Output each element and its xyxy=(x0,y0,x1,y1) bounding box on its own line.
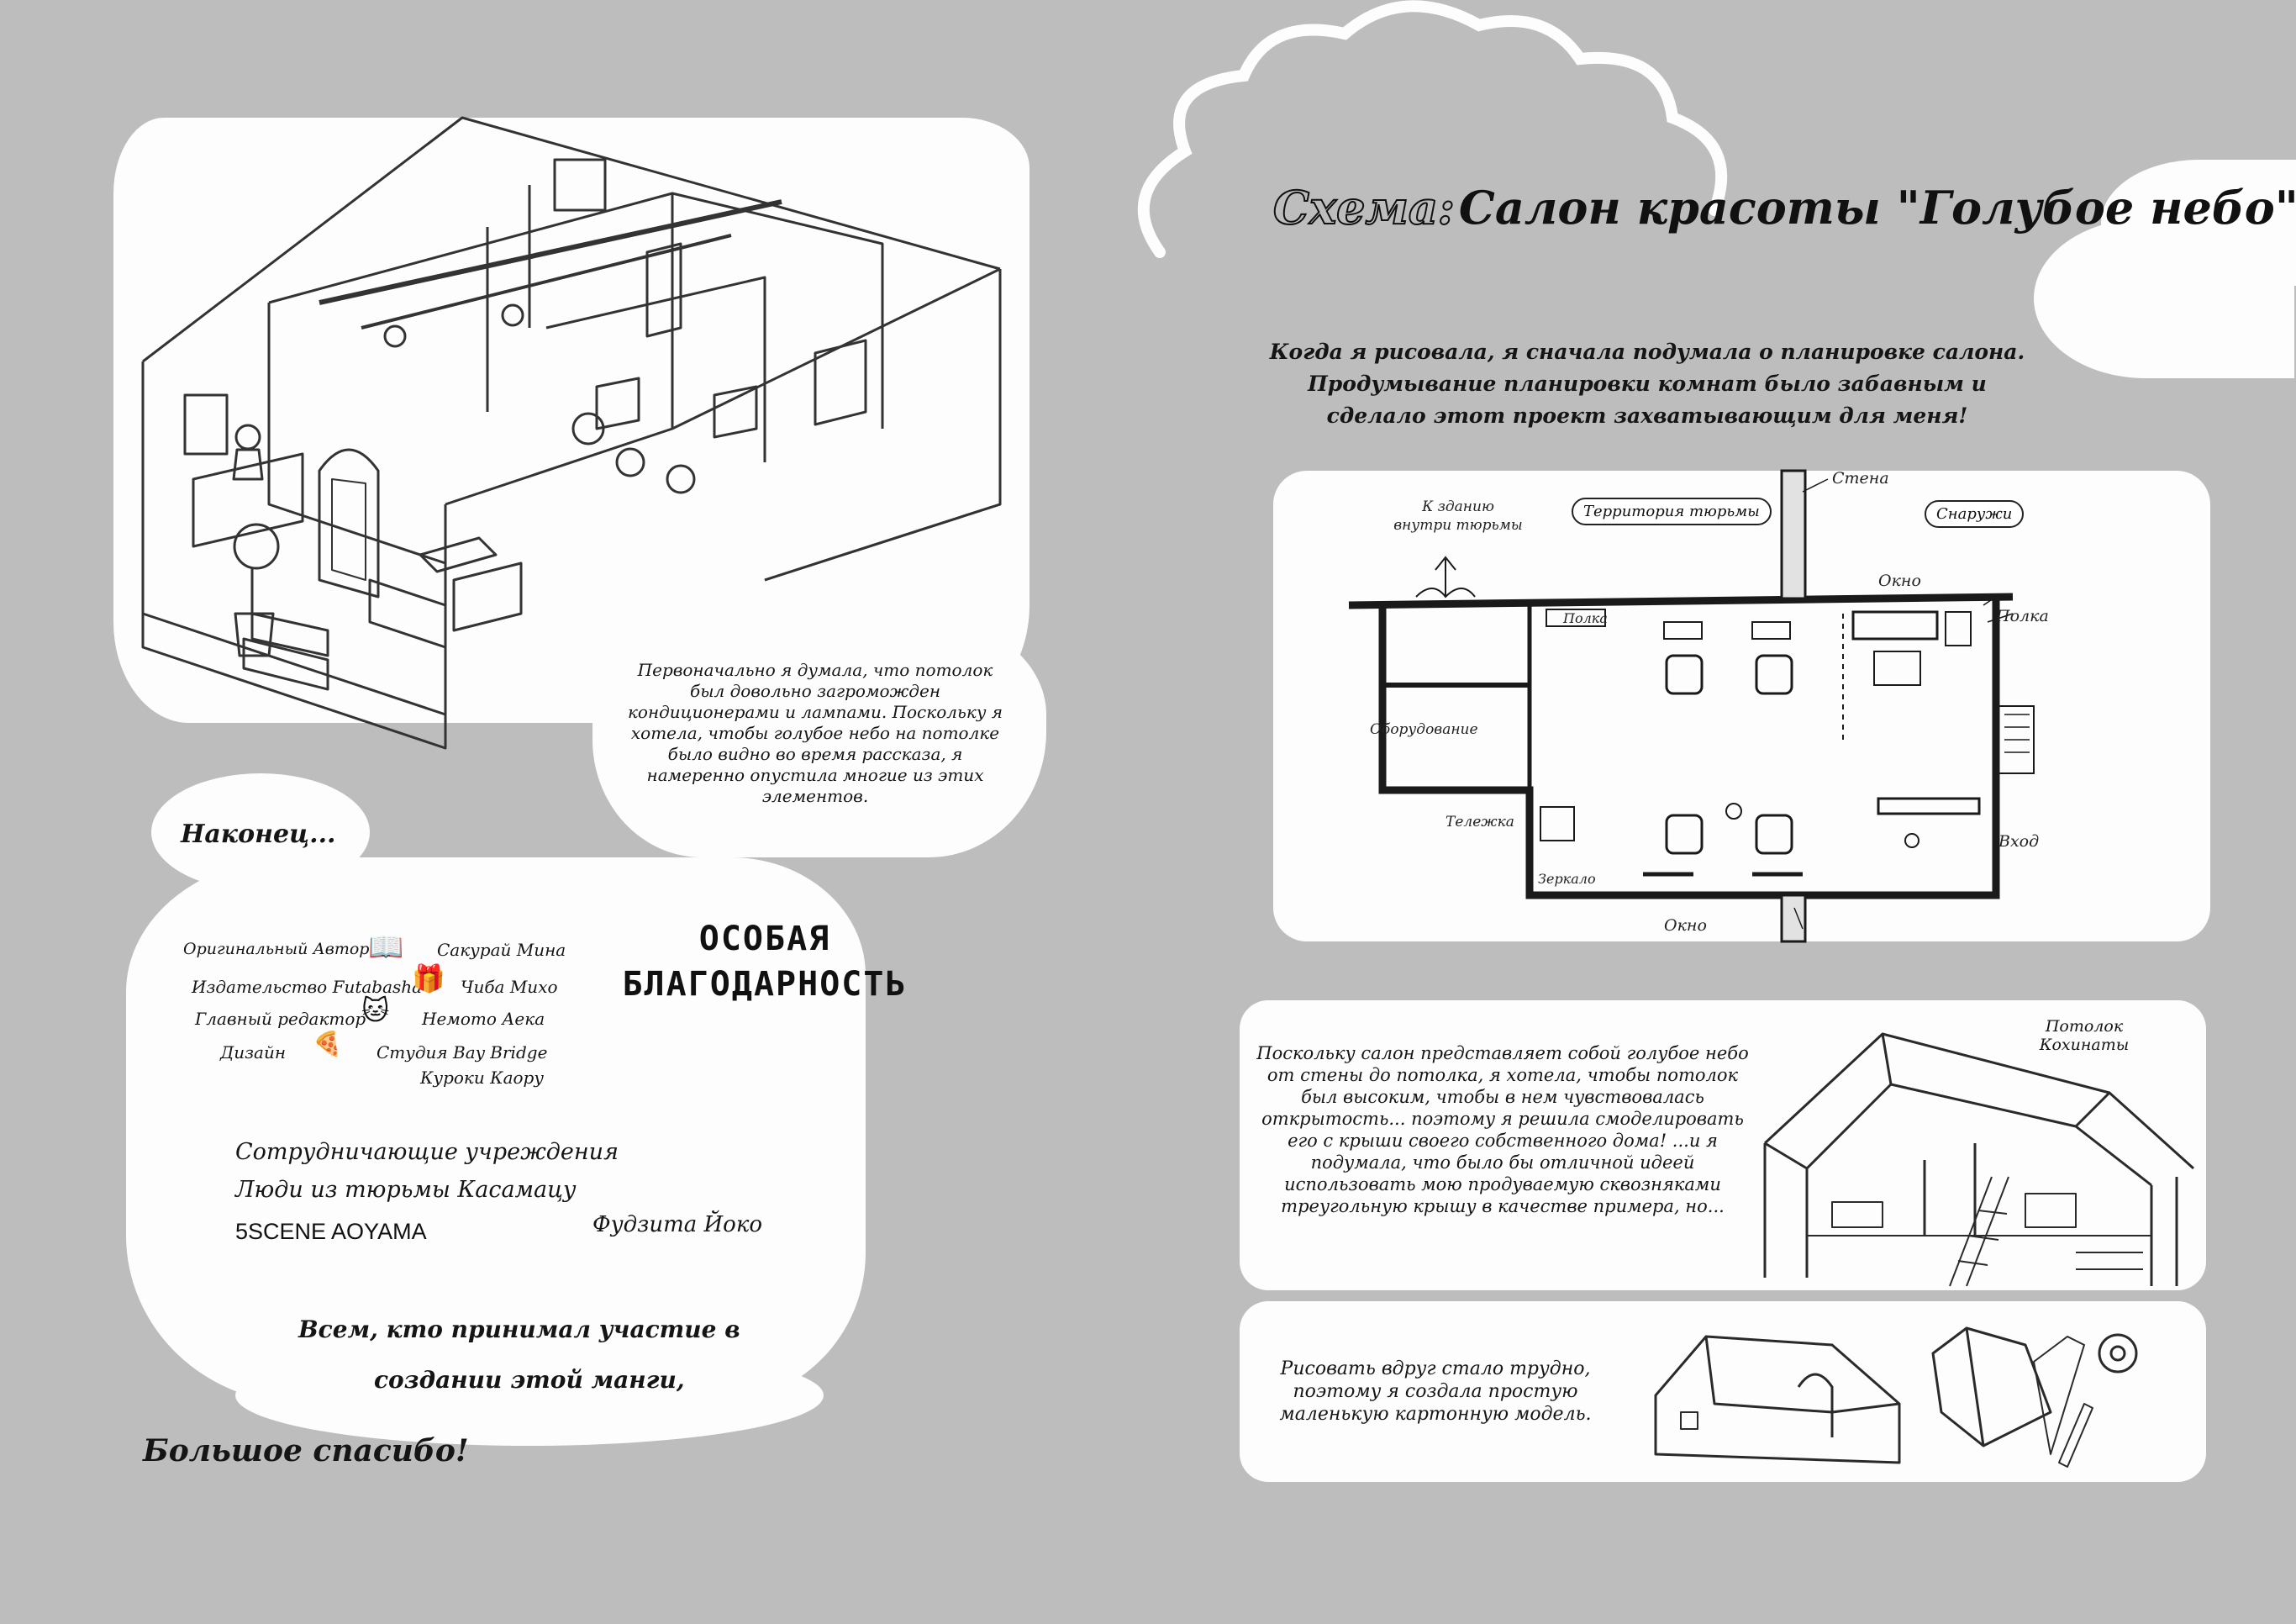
schema-title-prefix: Схема: xyxy=(1272,180,1456,235)
finally-label: Наконец... xyxy=(181,820,336,849)
label-to-prison: К зданию внутри тюрьмы xyxy=(1393,498,1523,534)
label-shelf-right: Полка xyxy=(1996,607,2049,625)
cloud-outline-top xyxy=(1137,0,1728,258)
thanks-line-2: создании этой манги, xyxy=(374,1366,685,1394)
label-mirror: Зеркало xyxy=(1538,871,1596,887)
credit-role-0: Оригинальный Автор xyxy=(183,940,370,958)
label-entrance: Вход xyxy=(1998,832,2040,851)
label-prison-territory: Территория тюрьмы xyxy=(1572,498,1772,525)
book-icon: 📖 xyxy=(368,931,404,964)
credit-name-2: Немото Аека xyxy=(422,1009,545,1029)
thanks-line-1: Всем, кто принимал участие в xyxy=(298,1316,740,1343)
label-window-bottom: Окно xyxy=(1664,916,1707,935)
special-thanks-title: ОСОБАЯ БЛАГОДАРНОСТЬ xyxy=(584,916,945,1007)
coop-3: Фудзита Йоко xyxy=(592,1212,762,1237)
schema-title: Схема: Салон красоты "Голубое небо" xyxy=(1272,180,2296,235)
label-shelf-left: Полка xyxy=(1563,610,1608,626)
ceiling-note-text: Первоначально я думала, что потолок был … xyxy=(627,660,1003,806)
roof-note-text: Поскольку салон представляет собой голуб… xyxy=(1256,1043,1749,1216)
floorplan-drawing xyxy=(1348,469,2035,943)
pizza-icon: 🍕 xyxy=(313,1030,342,1057)
roof-note-panel xyxy=(1240,1000,2206,1290)
coop-1: Люди из тюрьмы Касамацу xyxy=(235,1177,577,1203)
intro-text: Когда я рисовала, я сначала подумала о п… xyxy=(1269,336,2025,432)
cloud-fill-right-2 xyxy=(2101,160,2296,286)
label-equipment: Оборудование xyxy=(1370,721,1478,738)
model-note-panel xyxy=(1240,1301,2206,1482)
isometric-salon-sketch xyxy=(141,116,1002,750)
cardboard-model-sketch xyxy=(1654,1326,2138,1468)
credit-name-3: Студия Bay Bridge xyxy=(377,1042,548,1062)
model-note-text: Рисовать вдруг стало трудно, поэтому я с… xyxy=(1279,1358,1592,1425)
label-window-top: Окно xyxy=(1878,572,1921,590)
credit-extra-name: Куроки Каору xyxy=(420,1068,544,1088)
label-wall: Стена xyxy=(1832,469,1889,488)
credit-role-3: Дизайн xyxy=(220,1042,287,1062)
label-outside: Снаружи xyxy=(1925,500,2025,528)
credit-name-1: Чиба Михо xyxy=(461,977,558,997)
floorplan-panel xyxy=(1273,471,2210,941)
intro-line-3: сделало этот проект захватывающим для ме… xyxy=(1326,403,1968,428)
credits-cloud xyxy=(126,857,866,1404)
intro-line-2: Продумывание планировки комнат было заба… xyxy=(1308,372,1987,396)
intro-line-1: Когда я рисовала, я сначала подумала о п… xyxy=(1269,340,2025,364)
credits-cloud-bottom xyxy=(235,1345,824,1446)
cat-icon: 🐱 xyxy=(361,994,390,1026)
schema-title-main: Салон красоты "Голубое небо" xyxy=(1458,181,2296,235)
credit-role-2: Главный редактор xyxy=(195,1009,366,1029)
special-thanks-line1: ОСОБАЯ xyxy=(698,920,831,958)
special-thanks-line2: БЛАГОДАРНОСТЬ xyxy=(622,965,908,1004)
coop-title: Сотрудничающие учреждения xyxy=(235,1139,619,1165)
label-cart: Тележка xyxy=(1446,814,1514,830)
credit-name-0: Сакурай Мина xyxy=(437,940,566,960)
gift-icon: 🎁 xyxy=(412,962,445,994)
big-thanks: Большое спасибо! xyxy=(143,1433,469,1468)
credit-role-1: Издательство Futabasha xyxy=(192,977,423,997)
coop-2: 5SCENE AOYAMA xyxy=(235,1219,427,1244)
roof-note-label: Потолок Кохинаты xyxy=(2039,1017,2130,1054)
ceiling-note-bubble xyxy=(592,614,1046,857)
roof-sketch xyxy=(1763,1032,2195,1287)
